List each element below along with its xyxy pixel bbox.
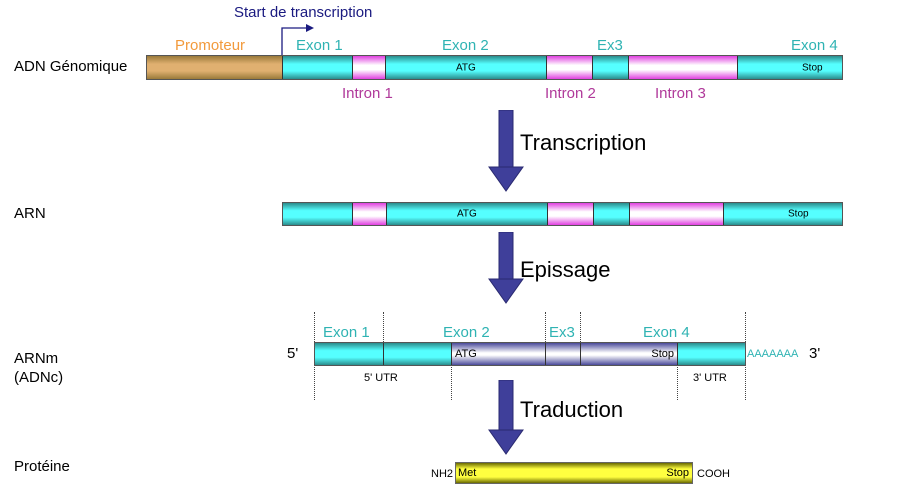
- row-label-proteine: Protéine: [14, 458, 70, 475]
- mrna-exon2-utr-segment: [384, 343, 452, 365]
- utr3-label: 3' UTR: [693, 372, 727, 384]
- mrna-exon1-label: Exon 1: [323, 324, 370, 341]
- met-label: Met: [458, 467, 477, 479]
- mrna-exon4-cds-segment: Stop: [581, 343, 678, 365]
- mrna-ex3-segment: [546, 343, 581, 365]
- nh2-label: NH2: [431, 468, 454, 480]
- intron1-segment: [353, 56, 386, 79]
- protein-bar: Met Stop: [455, 462, 693, 484]
- protein-stop-label: Stop: [666, 467, 689, 479]
- start-transcription-label: Start de transcription: [234, 4, 373, 21]
- intron3-segment: [629, 56, 738, 79]
- rna-atg-label: ATG: [457, 208, 477, 220]
- intron2-label: Intron 2: [545, 85, 596, 102]
- rna-exon4-segment: Stop: [724, 203, 842, 225]
- guide-line: [451, 365, 452, 400]
- stop-label: Stop: [802, 62, 823, 73]
- intron2-segment: [547, 56, 593, 79]
- mrna-ex3-label: Ex3: [549, 324, 575, 341]
- promoter-segment: [147, 56, 283, 79]
- row-label-arn: ARN: [14, 205, 46, 222]
- row-label-arnm: ARNm: [14, 350, 59, 367]
- mrna-exon4-label: Exon 4: [643, 324, 690, 341]
- rna-bar: ATG Stop: [282, 202, 843, 226]
- intron1-label: Intron 1: [342, 85, 393, 102]
- guide-line: [580, 312, 581, 342]
- rna-intron2-segment: [548, 203, 594, 225]
- rna-exon2-segment: ATG: [387, 203, 548, 225]
- mrna-exon4-utr-segment: [678, 343, 745, 365]
- step-epissage: Epissage: [520, 257, 611, 282]
- rna-intron3-segment: [630, 203, 724, 225]
- step-transcription: Transcription: [520, 130, 647, 155]
- rna-stop-label: Stop: [788, 208, 809, 220]
- rna-exon1-segment: [283, 203, 353, 225]
- three-prime-label: 3': [809, 345, 821, 362]
- mrna-atg-label: ATG: [455, 348, 477, 360]
- mrna-bar: ATG Stop: [314, 342, 746, 366]
- genomic-exon2-label: Exon 2: [442, 37, 489, 54]
- promoter-label: Promoteur: [175, 37, 246, 54]
- genomic-dna-bar: ATG Stop: [146, 55, 843, 80]
- mrna-stop-label: Stop: [651, 348, 674, 360]
- genomic-exon4-label: Exon 4: [791, 37, 838, 54]
- epissage-arrow-icon: [488, 232, 524, 304]
- guide-line: [677, 365, 678, 400]
- transcription-arrow-icon: [488, 110, 524, 192]
- traduction-arrow-icon: [488, 380, 524, 455]
- mrna-exon1-segment: [315, 343, 384, 365]
- cooh-label: COOH: [697, 468, 730, 480]
- five-prime-label: 5': [287, 345, 299, 362]
- genomic-ex3-label: Ex3: [597, 37, 623, 54]
- mrna-exon2-cds-segment: ATG: [452, 343, 546, 365]
- polya-tail: AAAAAAA: [747, 348, 799, 360]
- start-transcription-arrow-icon: [281, 24, 314, 58]
- rna-ex3-segment: [594, 203, 630, 225]
- exon4-segment: Stop: [738, 56, 842, 79]
- exon1-segment: [283, 56, 353, 79]
- ex3-segment: [593, 56, 629, 79]
- rna-intron1-segment: [353, 203, 387, 225]
- guide-line: [383, 312, 384, 342]
- genomic-exon1-label: Exon 1: [296, 37, 343, 54]
- atg-label: ATG: [456, 62, 476, 73]
- intron3-label: Intron 3: [655, 85, 706, 102]
- row-label-adnc: (ADNc): [14, 369, 64, 386]
- guide-line: [545, 312, 546, 342]
- utr5-label: 5' UTR: [364, 372, 398, 384]
- exon2-segment: ATG: [386, 56, 547, 79]
- step-traduction: Traduction: [520, 397, 624, 422]
- row-label-adn: ADN Génomique: [14, 58, 128, 75]
- mrna-exon2-label: Exon 2: [443, 324, 490, 341]
